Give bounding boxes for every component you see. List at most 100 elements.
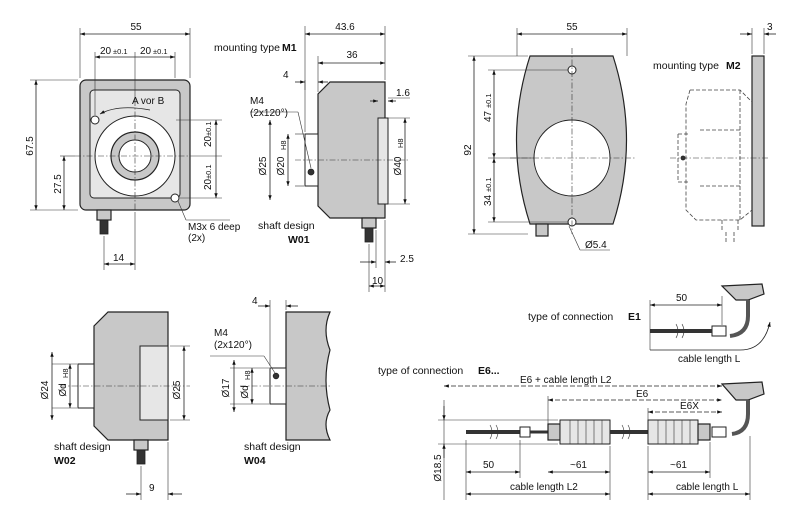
dim-20a: 20 (100, 46, 112, 57)
svg-text:Ø25: Ø25 (258, 156, 269, 175)
w04-dim-d: d (240, 385, 251, 391)
tol-5: ±0.1 (484, 93, 493, 108)
m2-dim-34: 34 (483, 194, 494, 206)
e6-label: type of connection (378, 365, 463, 377)
m4-label: M4 (250, 96, 264, 107)
thread-count: (2x) (188, 233, 205, 244)
m2-dim-47: 47 (483, 110, 494, 122)
rotation-arrow (99, 107, 151, 115)
svg-text:Ø17: Ø17 (221, 378, 232, 397)
svg-text:Ø5.4: Ø5.4 (585, 240, 607, 251)
w04-code: W04 (244, 455, 266, 467)
w01-caption: shaft design (258, 220, 315, 232)
e6x-len: E6X (680, 401, 699, 412)
dim-67-5: 67.5 (25, 136, 36, 156)
flange-gland (535, 223, 549, 237)
e6-nut-2 (697, 423, 711, 441)
svg-text:Ø20: Ø20 (276, 156, 287, 175)
dim-36: 36 (346, 50, 358, 61)
w01-side-view: mounting type M1 43.6 36 4 1.6 M4 (2x120… (214, 22, 414, 292)
svg-text:Ø25: Ø25 (172, 380, 183, 399)
w04-m4: M4 (214, 328, 228, 339)
e6-ferrule-1 (519, 426, 531, 438)
w01-body (317, 81, 386, 219)
svg-text:Ø18.5: Ø18.5 (433, 454, 444, 482)
dim-43-6: 43.6 (335, 22, 355, 33)
e6-housing (720, 381, 765, 401)
w02-dim-9: 9 (149, 483, 155, 494)
cable-stub (99, 219, 109, 235)
e6-l2-text: E6 + cable length L2 (520, 375, 612, 386)
phi-sym: Ø (40, 391, 51, 399)
svg-text:Ø24: Ø24 (40, 380, 51, 399)
phi-sym: Ø (240, 391, 251, 399)
mount-hole-bottom (170, 193, 180, 203)
thread-note: M3x 6 deep (188, 222, 241, 233)
e6-code: E6... (478, 365, 500, 377)
phi-sym: Ø (433, 474, 444, 482)
phi-sym: Ø (393, 167, 404, 175)
dim-20b: 20 (140, 46, 152, 57)
w02-view: Ø24 Ød H8 Ø25 9 shaft design W02 (40, 311, 190, 500)
e6-plug-2 (647, 419, 699, 445)
w04-dim-4: 4 (252, 296, 258, 307)
m2-flange-view: 55 92 47 ±0.1 34 ±0.1 Ø5.4 (463, 22, 636, 251)
w01-cable (364, 227, 374, 243)
e6-nut-1 (547, 423, 561, 441)
e6-cable-l2: cable length L2 (510, 482, 578, 493)
e1-code: E1 (628, 311, 641, 323)
tol-4: ±0.1 (204, 164, 213, 179)
phi-sym: Ø (585, 240, 593, 251)
e1-dim-50: 50 (676, 293, 688, 304)
phi-sym: Ø (221, 389, 232, 397)
m2-dim-55: 55 (566, 22, 578, 33)
e6-len: E6 (636, 389, 649, 400)
e6-connection: type of connection E6... E6 + cable leng… (378, 365, 765, 500)
svg-text:Ød: Ød (58, 383, 69, 396)
dim-27-5: 27.5 (53, 174, 64, 194)
w02-h8: H8 (61, 368, 70, 378)
m4-count: (2x120°) (250, 108, 288, 119)
m1-code: M1 (282, 42, 297, 54)
w02-clamp (139, 345, 169, 421)
dim-55: 55 (130, 22, 142, 33)
e1-connection: 50 type of connection E1 cable length L (528, 283, 771, 365)
w01-screw (307, 168, 315, 176)
cable-gland (96, 209, 112, 221)
w02-dim-25: 25 (172, 380, 183, 392)
m2-dim-92: 92 (463, 144, 474, 156)
rotation-label: A vor B (132, 96, 165, 107)
dim-20c: 20 (203, 135, 214, 147)
mount-hole-top (90, 115, 100, 125)
e6-cable-l: cable length L (676, 482, 739, 493)
w01-code: W01 (288, 234, 310, 246)
phi-sym: Ø (172, 391, 183, 399)
w04-view: 4 M4 (2x120°) Ø17 Ød H8 shaft design W04 (210, 296, 331, 467)
m2-side-view: 3 mounting type M2 (653, 22, 776, 244)
phi-sym: Ø (276, 167, 287, 175)
h8-a: H8 (279, 140, 288, 150)
dim-d20: 20 (276, 156, 287, 168)
phi-sym: Ø (258, 167, 269, 175)
m2-dim-3: 3 (767, 22, 773, 33)
w04-h8: H8 (243, 370, 252, 380)
tol-3: ±0.1 (204, 121, 213, 136)
dim-20d: 20 (203, 178, 214, 190)
tol-2: ±0.1 (153, 47, 168, 56)
dim-10: 10 (372, 276, 384, 287)
m2-dim-5-4: 5.4 (593, 240, 607, 251)
dim-1-6: 1.6 (396, 88, 410, 99)
w04-m4-count: (2x120°) (214, 340, 252, 351)
w02-gland (133, 439, 149, 451)
w02-caption: shaft design (54, 441, 111, 453)
e6-dim-61a: ~61 (570, 460, 587, 471)
dim-d40: 40 (393, 156, 404, 168)
e6-dim-50: 50 (483, 460, 495, 471)
e1-housing (720, 283, 765, 301)
e1-cable: cable length L (678, 354, 741, 365)
front-view: 55 20 ±0.1 20 ±0.1 67.5 27.5 20 ±0.1 20 … (25, 22, 241, 270)
h8-b: H8 (396, 138, 405, 148)
w04-dim-17: 17 (221, 378, 232, 390)
